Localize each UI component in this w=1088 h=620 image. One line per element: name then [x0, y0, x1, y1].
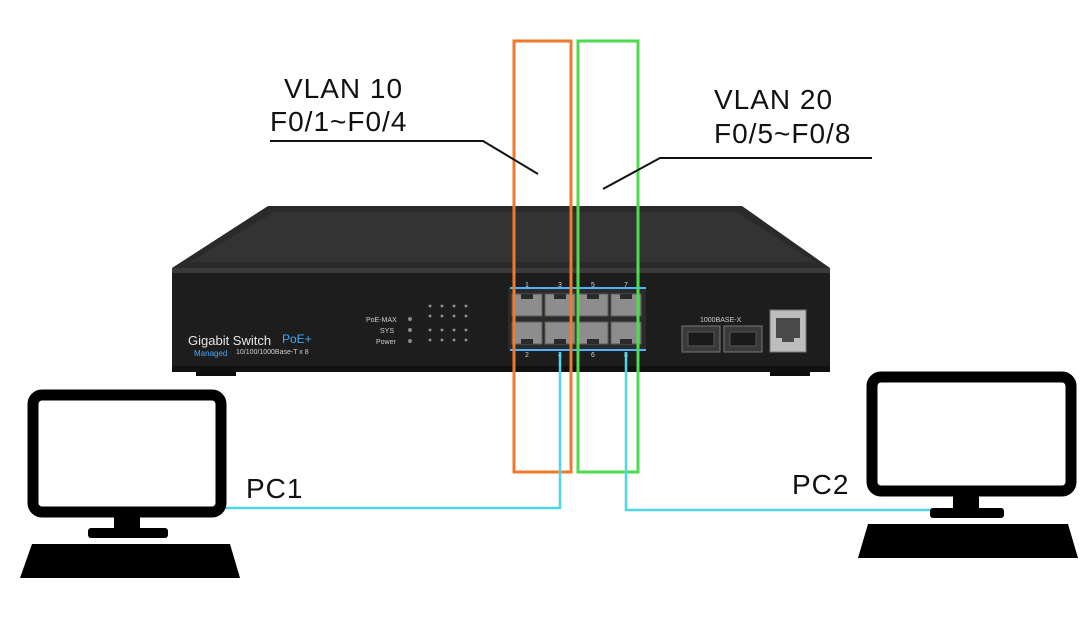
port-number-7: 7	[624, 282, 628, 289]
vlan10-title: VLAN 10	[284, 73, 403, 104]
vlan20-leader-line	[602, 157, 872, 190]
switch-managed-label: Managed	[194, 349, 227, 358]
port-number-6: 6	[591, 352, 595, 359]
port-number-1: 1	[525, 282, 529, 289]
pc1-computer-icon	[20, 389, 240, 578]
led-label-poe-max: PoE-MAX	[366, 317, 397, 324]
network-switch: Gigabit Switch PoE+ Managed 10/100/1000B…	[172, 206, 830, 376]
led-label-power: Power	[376, 339, 397, 346]
port-number-5: 5	[591, 282, 595, 289]
port-number-2: 2	[525, 352, 529, 359]
pc2-computer-icon	[858, 371, 1078, 558]
pc2-monitor	[866, 371, 1077, 497]
pc1-keyboard	[20, 544, 240, 578]
pc2-monitor-stand	[953, 491, 979, 511]
pc2-label: PC2	[792, 469, 849, 500]
vlan10-boundary-box	[512, 39, 573, 474]
pc1-label: PC1	[246, 473, 303, 504]
sfp-label: 1000BASE-X	[700, 317, 742, 324]
pc2-keyboard	[858, 524, 1078, 558]
pc2-cable	[624, 352, 938, 512]
vlan20-title: VLAN 20	[714, 84, 833, 115]
pc1-cable	[222, 352, 562, 510]
vlan20-boundary-box	[576, 39, 640, 474]
pc1-monitor	[27, 389, 227, 518]
switch-front-panel	[172, 268, 830, 372]
led-indicator-grid	[408, 304, 468, 343]
pc1-monitor-stand	[114, 512, 140, 532]
switch-model-label: 10/100/1000Base-T x 8	[236, 349, 309, 356]
led-label-sys: SYS	[380, 328, 394, 335]
switch-brand-label: Gigabit Switch	[188, 333, 271, 348]
switch-poe-label: PoE+	[282, 332, 312, 346]
vlan20-port-range: F0/5~F0/8	[714, 118, 851, 149]
vlan10-leader-line	[270, 140, 539, 175]
port-number-3: 3	[558, 282, 562, 289]
vlan10-port-range: F0/1~F0/4	[270, 106, 407, 137]
